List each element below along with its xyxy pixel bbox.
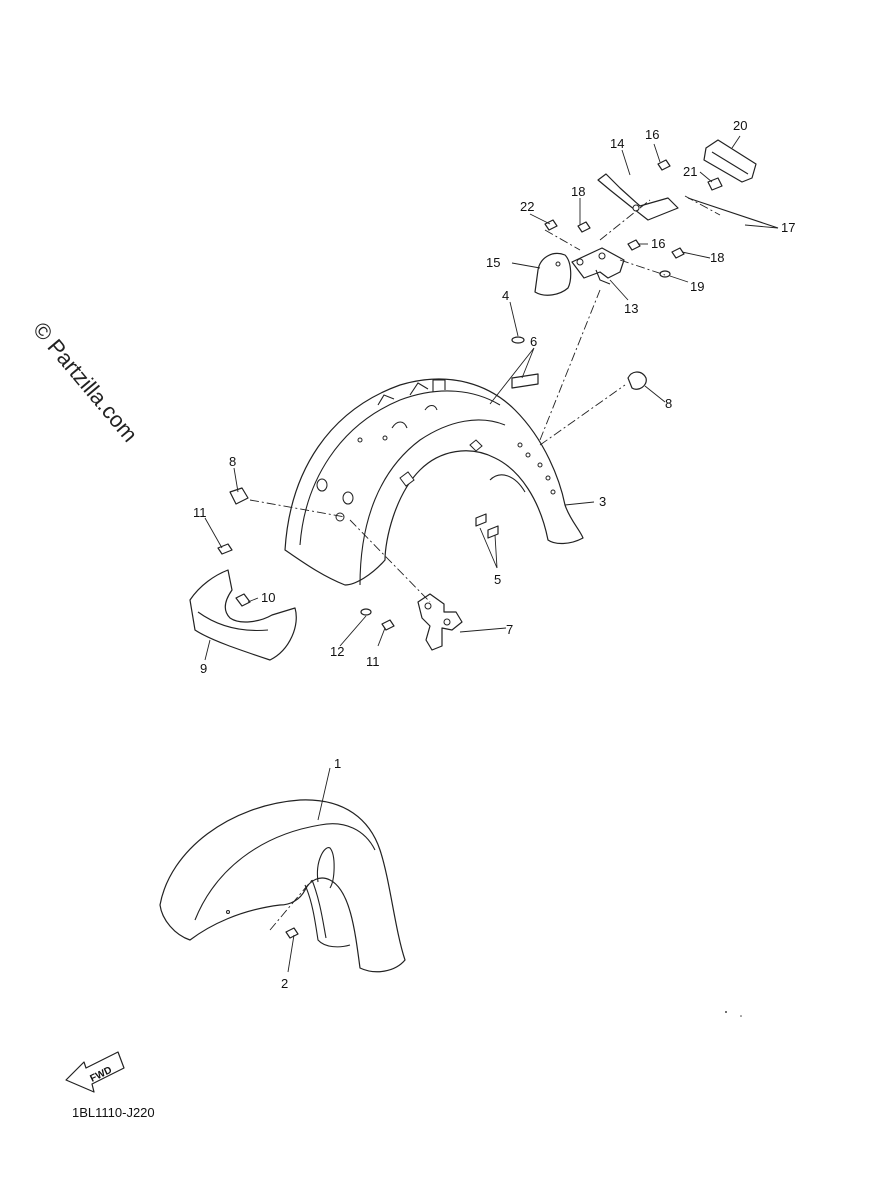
callout-22: 22 (520, 199, 534, 214)
callout-5: 5 (494, 572, 501, 587)
rear-fender (284, 378, 584, 586)
callout-18b: 18 (710, 250, 724, 265)
callout-1: 1 (334, 756, 341, 771)
callout-3: 3 (599, 494, 606, 509)
fwd-arrow-icon: FWD (65, 1051, 125, 1093)
callout-7: 7 (506, 622, 513, 637)
callout-4: 4 (502, 288, 509, 303)
flap-part (189, 569, 297, 661)
bracket-part (417, 593, 463, 651)
license-bracket (571, 247, 625, 285)
callout-11b: 11 (366, 654, 380, 669)
callout-18a: 18 (571, 184, 585, 199)
callout-19: 19 (690, 279, 704, 294)
callout-10: 10 (261, 590, 275, 605)
leader-lines (204, 135, 779, 973)
callout-20: 20 (733, 118, 747, 133)
callout-15: 15 (486, 255, 500, 270)
plate-bracket (597, 173, 679, 221)
small-parts (217, 159, 779, 939)
callout-6: 6 (530, 334, 537, 349)
callout-11a: 11 (193, 505, 207, 520)
diagram-code: 1BL1110-J220 (72, 1105, 155, 1120)
assembly-lines (249, 195, 721, 931)
callout-12: 12 (330, 644, 344, 659)
watermark-text: © Partzilla.com (28, 317, 142, 447)
callout-13: 13 (624, 301, 638, 316)
callout-9: 9 (200, 661, 207, 676)
callout-17: 17 (781, 220, 795, 235)
callout-14: 14 (610, 136, 624, 151)
front-fender (159, 799, 406, 973)
callout-8a: 8 (665, 396, 672, 411)
callout-16a: 16 (645, 127, 659, 142)
callout-2: 2 (281, 976, 288, 991)
callout-16b: 16 (651, 236, 665, 251)
callout-8b: 8 (229, 454, 236, 469)
cover-part (534, 252, 572, 296)
license-light (703, 139, 757, 183)
callout-labels: 1 2 3 4 5 6 7 8 8 9 10 11 11 12 13 14 15… (193, 118, 795, 991)
callout-21: 21 (683, 164, 697, 179)
